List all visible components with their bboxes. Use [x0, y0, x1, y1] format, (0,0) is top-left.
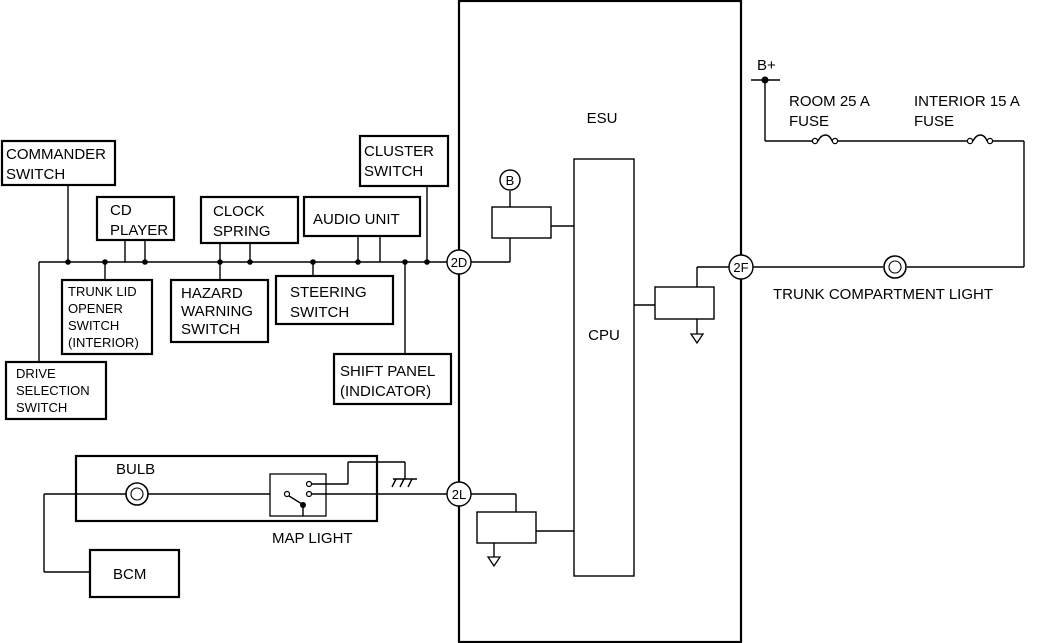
map-light-switch-symbol	[269, 473, 327, 517]
svg-text:SHIFT PANEL: SHIFT PANEL	[340, 363, 435, 380]
ground-symbol-esu-lower	[486, 556, 502, 568]
trunk-light-driver-block	[654, 286, 715, 320]
interior-fuse-symbol	[966, 134, 994, 145]
svg-text:CLOCK: CLOCK	[213, 203, 265, 220]
svg-text:PLAYER: PLAYER	[110, 222, 168, 239]
svg-text:OPENER: OPENER	[68, 301, 123, 316]
svg-text:COMMANDER: COMMANDER	[6, 146, 106, 163]
buffer-b-block	[491, 206, 552, 239]
cpu-box	[573, 158, 635, 577]
svg-text:SWITCH: SWITCH	[6, 166, 65, 183]
cd-player-box: CD PLAYER	[95, 195, 176, 242]
connector-b-label: B	[506, 173, 515, 188]
map-light-bulb-symbol	[125, 482, 149, 506]
connector-2l-label: 2L	[452, 487, 466, 502]
svg-text:SWITCH: SWITCH	[181, 321, 240, 338]
svg-text:WARNING: WARNING	[181, 303, 253, 320]
svg-text:SWITCH: SWITCH	[16, 400, 67, 415]
bcm-box: BCM	[88, 548, 181, 599]
trunk-light-label: TRUNK COMPARTMENT LIGHT	[773, 286, 993, 303]
svg-text:ROOM 25 A: ROOM 25 A	[789, 93, 870, 110]
svg-text:SPRING: SPRING	[213, 223, 271, 240]
clock-spring-box: CLOCK SPRING	[199, 195, 300, 245]
trunk-lid-opener-switch-box: TRUNK LID OPENER SWITCH (INTERIOR)	[60, 278, 154, 356]
svg-text:BCM: BCM	[113, 566, 146, 583]
connector-2f-label: 2F	[733, 260, 748, 275]
room-fuse-symbol	[811, 134, 839, 145]
cpu-label: CPU	[588, 327, 620, 344]
svg-text:TRUNK LID: TRUNK LID	[68, 284, 137, 299]
svg-text:SWITCH: SWITCH	[364, 163, 423, 180]
map-light-label: MAP LIGHT	[272, 530, 353, 547]
trunk-light-bulb-symbol	[883, 255, 907, 279]
shift-panel-indicator-box: SHIFT PANEL (INDICATOR)	[332, 352, 453, 406]
cluster-switch-box: CLUSTER SWITCH	[358, 134, 450, 188]
commander-switch-box: COMMANDER SWITCH	[0, 139, 117, 187]
svg-text:(INDICATOR): (INDICATOR)	[340, 383, 431, 400]
svg-text:AUDIO UNIT: AUDIO UNIT	[313, 211, 400, 228]
esu-label: ESU	[587, 110, 618, 127]
map-light-driver-block	[476, 511, 537, 544]
chassis-ground-symbol	[391, 478, 417, 488]
svg-text:SELECTION: SELECTION	[16, 383, 90, 398]
map-light-assembly-box	[74, 454, 379, 523]
interior-fuse-label: INTERIOR 15 A FUSE	[914, 93, 1020, 130]
svg-text:SWITCH: SWITCH	[290, 304, 349, 321]
connector-b-marker	[499, 169, 521, 191]
hazard-warning-switch-box: HAZARD WARNING SWITCH	[169, 278, 270, 344]
drive-selection-switch-box: DRIVE SELECTION SWITCH	[4, 360, 108, 421]
svg-text:(INTERIOR): (INTERIOR)	[68, 335, 139, 350]
svg-text:CLUSTER: CLUSTER	[364, 143, 434, 160]
svg-text:SWITCH: SWITCH	[68, 318, 119, 333]
steering-switch-box: STEERING SWITCH	[274, 274, 395, 326]
bulb-label: BULB	[116, 461, 155, 478]
svg-text:DRIVE: DRIVE	[16, 366, 56, 381]
svg-text:FUSE: FUSE	[789, 113, 829, 130]
svg-text:CD: CD	[110, 202, 132, 219]
svg-text:STEERING: STEERING	[290, 284, 367, 301]
svg-text:INTERIOR 15 A: INTERIOR 15 A	[914, 93, 1020, 110]
room-fuse-label: ROOM 25 A FUSE	[789, 93, 870, 130]
audio-unit-box: AUDIO UNIT	[302, 195, 422, 238]
connector-2d-label: 2D	[451, 255, 468, 270]
ground-symbol-esu-upper	[689, 333, 705, 345]
svg-text:FUSE: FUSE	[914, 113, 954, 130]
bplus-label: B+	[757, 57, 776, 74]
svg-text:HAZARD: HAZARD	[181, 285, 243, 302]
